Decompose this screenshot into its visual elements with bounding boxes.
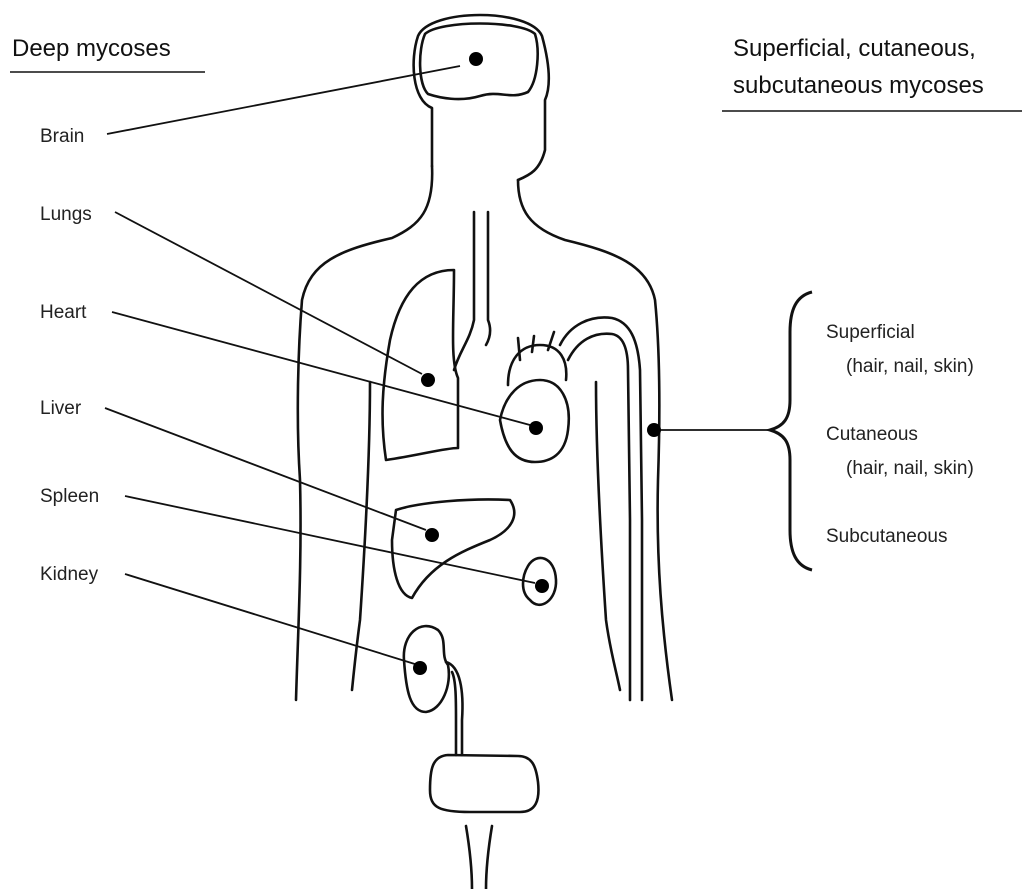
bladder-outline [430, 755, 538, 812]
brain-marker [469, 52, 483, 66]
skin-marker [647, 423, 661, 437]
right-inner-arm [596, 382, 620, 690]
type-subcutaneous: Subcutaneous [826, 526, 948, 547]
kidney-marker [413, 661, 427, 675]
superficial-heading-line2: subcutaneous mycoses [733, 72, 984, 99]
type-superficial: Superficial [826, 322, 915, 343]
heart-pointer [112, 312, 530, 425]
right-leg [486, 826, 492, 889]
lungs-marker [421, 373, 435, 387]
left-neck [296, 166, 432, 700]
organ-label-spleen: Spleen [40, 486, 99, 507]
organ-label-liver: Liver [40, 398, 82, 419]
organ-label-brain: Brain [40, 126, 84, 147]
body-outline [296, 15, 672, 889]
type-cutaneous-note: (hair, nail, skin) [846, 458, 974, 479]
organ-label-heart: Heart [40, 302, 87, 323]
spleen-pointer [125, 496, 535, 583]
kidney-pointer [125, 574, 418, 665]
trachea-right [486, 212, 490, 345]
spleen-marker [535, 579, 549, 593]
organ-label-kidney: Kidney [40, 564, 99, 585]
liver-pointer [105, 408, 426, 530]
brain-pointer [107, 66, 460, 134]
organ-label-lungs: Lungs [40, 204, 92, 225]
lungs-pointer [115, 212, 422, 374]
curly-brace [770, 292, 812, 570]
type-cutaneous: Cutaneous [826, 424, 918, 445]
heart-marker [529, 421, 543, 435]
deep-mycoses-heading: Deep mycoses [12, 35, 171, 62]
left-inner-arm [352, 382, 370, 690]
left-leg [466, 826, 472, 889]
head-outline [414, 15, 549, 180]
right-neck [518, 180, 672, 700]
liver-outline [392, 499, 514, 598]
liver-marker [425, 528, 439, 542]
superficial-heading-line1: Superficial, cutaneous, [733, 35, 976, 62]
trachea [454, 212, 474, 370]
type-superficial-note: (hair, nail, skin) [846, 356, 974, 377]
heart-outline [500, 380, 569, 462]
pointer-lines [105, 66, 768, 665]
lungs-outline [383, 270, 458, 460]
site-markers [413, 52, 661, 675]
